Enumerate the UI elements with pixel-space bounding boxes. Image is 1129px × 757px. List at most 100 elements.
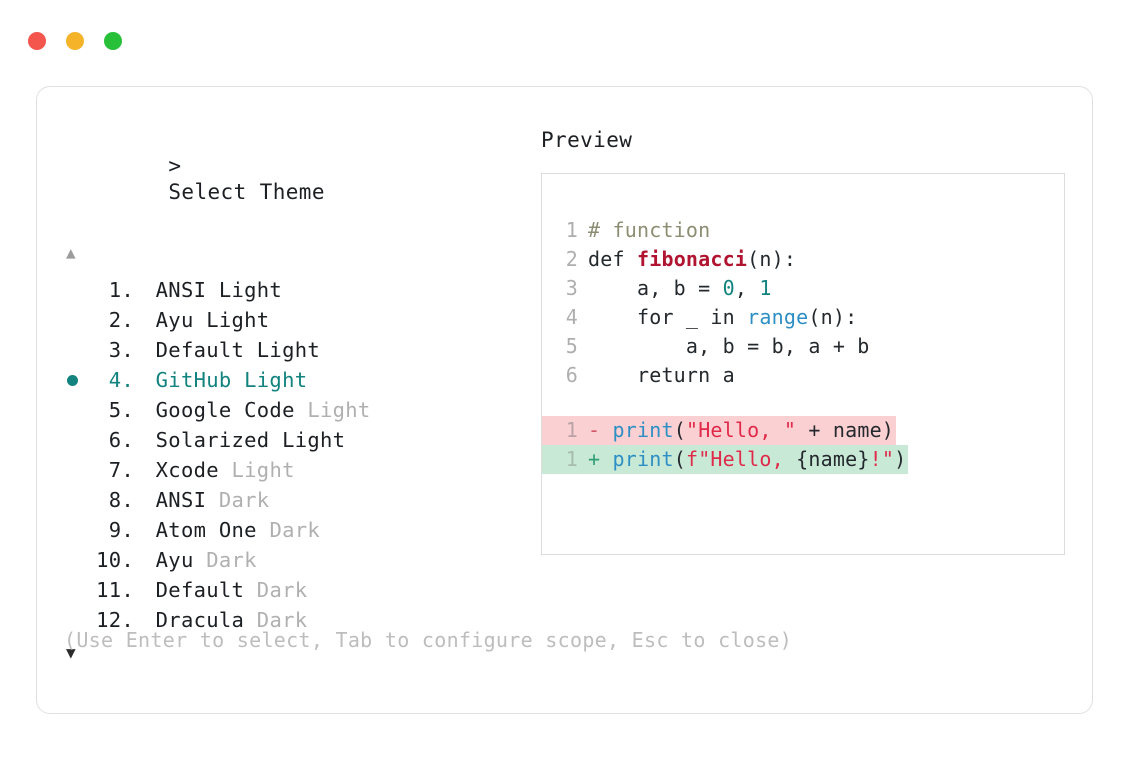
code-token: # function bbox=[588, 218, 711, 242]
preview-label: Preview bbox=[541, 128, 633, 152]
theme-item-name: Atom One bbox=[155, 518, 257, 542]
theme-item-name: ANSI bbox=[155, 488, 207, 512]
code-line: 6 return a bbox=[542, 361, 1064, 390]
theme-list-item[interactable]: 4. GitHub Light bbox=[64, 368, 534, 398]
diff-block: 1- print("Hello, " + name)1+ print(f"Hel… bbox=[542, 416, 1064, 474]
theme-item-name: GitHub Light bbox=[155, 368, 308, 392]
keyboard-hint: (Use Enter to select, Tab to configure s… bbox=[64, 628, 793, 652]
code-line: 1# function bbox=[542, 216, 1064, 245]
theme-item-name: Default Light bbox=[155, 338, 321, 362]
theme-item-name: Ayu bbox=[155, 548, 194, 572]
code-line: 5 a, b = b, a + b bbox=[542, 332, 1064, 361]
code-token: print bbox=[612, 447, 674, 471]
theme-item-index: 4. bbox=[108, 368, 134, 392]
code-line: 2 def fibonacci(n): bbox=[542, 245, 1064, 274]
code-token: a, b = bbox=[588, 276, 723, 300]
code-token: 1 bbox=[759, 276, 772, 300]
theme-item-variant: Light bbox=[218, 458, 295, 482]
theme-list-item[interactable]: 12. Dracula Dark bbox=[64, 608, 534, 638]
code-token: "Hello, " bbox=[685, 418, 797, 442]
close-icon[interactable] bbox=[28, 32, 46, 50]
code-line-content: a, b = b, a + b bbox=[588, 332, 870, 361]
theme-item-index: 2. bbox=[108, 308, 134, 332]
line-number: 3 bbox=[565, 276, 578, 300]
scroll-up-icon[interactable]: ▲ bbox=[66, 243, 76, 262]
theme-item-index: 12. bbox=[96, 608, 134, 632]
code-token: f"Hello, bbox=[685, 447, 797, 471]
code-token: !" bbox=[869, 447, 895, 471]
theme-item-name: ANSI Light bbox=[155, 278, 283, 302]
diff-line-removed: 1- print("Hello, " + name) bbox=[542, 416, 1064, 445]
scroll-down-icon[interactable]: ▼ bbox=[66, 643, 76, 662]
code-line: 3 a, b = 0, 1 bbox=[542, 274, 1064, 303]
theme-item-name: Google Code bbox=[155, 398, 295, 422]
code-line-content: a, b = 0, 1 bbox=[588, 274, 772, 303]
code-token: ( bbox=[673, 447, 686, 471]
code-token: print bbox=[612, 418, 674, 442]
line-number: 1 bbox=[542, 416, 588, 445]
code-token: range bbox=[747, 305, 809, 329]
code-token: fibonacci bbox=[636, 247, 748, 271]
theme-item-gap bbox=[134, 308, 156, 332]
line-number: 1 bbox=[542, 445, 588, 474]
theme-list-item[interactable]: 3. Default Light bbox=[64, 338, 534, 368]
page-title: > Select Theme bbox=[64, 127, 534, 231]
diff-line-content: + print(f"Hello, {name}!") bbox=[588, 445, 909, 474]
code-token: + name) bbox=[796, 418, 895, 442]
theme-item-index: 8. bbox=[108, 488, 134, 512]
theme-item-name: Dracula bbox=[155, 608, 245, 632]
code-token: {name} bbox=[796, 447, 870, 471]
theme-item-index: 9. bbox=[108, 518, 134, 542]
theme-item-variant: Dark bbox=[244, 608, 308, 632]
code-token: a, b = b, a + b bbox=[588, 334, 870, 358]
code-token: def bbox=[588, 247, 637, 271]
code-line-content: # function bbox=[588, 216, 710, 245]
theme-list-item[interactable]: 11. Default Dark bbox=[64, 578, 534, 608]
theme-list-item[interactable]: 7. Xcode Light bbox=[64, 458, 534, 488]
theme-item-gap bbox=[134, 428, 156, 452]
code-token: , bbox=[734, 276, 760, 300]
diff-minus-sign: - bbox=[588, 418, 613, 442]
theme-list-item[interactable]: 5. Google Code Light bbox=[64, 398, 534, 428]
theme-item-gap bbox=[134, 338, 156, 362]
theme-item-index: 1. bbox=[108, 278, 134, 302]
code-line-content: def fibonacci(n): bbox=[588, 245, 796, 274]
theme-list-item[interactable]: 10. Ayu Dark bbox=[64, 548, 534, 578]
minimize-icon[interactable] bbox=[66, 32, 84, 50]
code-token: return a bbox=[588, 363, 735, 387]
theme-list-item[interactable]: 8. ANSI Dark bbox=[64, 488, 534, 518]
theme-item-index: 5. bbox=[108, 398, 134, 422]
theme-item-name: Solarized Light bbox=[155, 428, 346, 452]
code-line: 4 for _ in range(n): bbox=[542, 303, 1064, 332]
theme-item-variant: Light bbox=[294, 398, 371, 422]
theme-list-item[interactable]: 9. Atom One Dark bbox=[64, 518, 534, 548]
code-token: ( bbox=[673, 418, 686, 442]
code-token: (n): bbox=[747, 247, 797, 271]
code-token: 0 bbox=[722, 276, 735, 300]
theme-item-variant: Dark bbox=[193, 548, 257, 572]
theme-item-name: Default bbox=[155, 578, 245, 602]
theme-item-variant: Dark bbox=[206, 488, 270, 512]
diff-line-added: 1+ print(f"Hello, {name}!") bbox=[542, 445, 1064, 474]
line-number: 2 bbox=[565, 247, 578, 271]
theme-list-item[interactable]: 1. ANSI Light bbox=[64, 278, 534, 308]
theme-list-item[interactable]: 2. Ayu Light bbox=[64, 308, 534, 338]
maximize-icon[interactable] bbox=[104, 32, 122, 50]
theme-item-gap bbox=[134, 458, 156, 482]
theme-item-gap bbox=[134, 518, 156, 542]
theme-item-gap bbox=[134, 368, 156, 392]
diff-plus-sign: + bbox=[588, 447, 613, 471]
selected-bullet-icon bbox=[64, 368, 90, 392]
line-number: 4 bbox=[565, 305, 578, 329]
theme-item-gap bbox=[134, 488, 156, 512]
theme-list-item[interactable]: 6. Solarized Light bbox=[64, 428, 534, 458]
theme-item-index: 3. bbox=[108, 338, 134, 362]
theme-item-index: 11. bbox=[96, 578, 134, 602]
theme-item-index: 6. bbox=[108, 428, 134, 452]
